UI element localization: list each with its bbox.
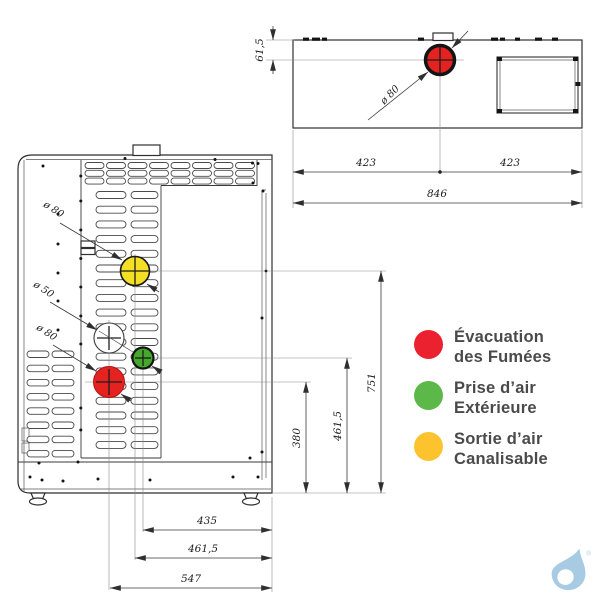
- legend-item-ductable-air: Sortie d’air Canalisable: [414, 429, 548, 469]
- intake-crosshair: [135, 350, 151, 366]
- legend-smoke-line1: Évacuation: [454, 328, 545, 346]
- legend-item-smoke-evacuation: Évacuation des Fumées: [414, 327, 551, 367]
- logo-registered-mark: ®: [586, 550, 591, 557]
- chimney-stub: [132, 144, 161, 157]
- duct-crosshair: [121, 257, 149, 285]
- dim-flue-height: 380: [291, 428, 303, 448]
- latch: [21, 427, 30, 442]
- dim-width-total: 846: [427, 188, 447, 200]
- hopper-lid: [496, 56, 579, 114]
- dim-intake-x: 435: [196, 515, 217, 527]
- dim-flue-x: 547: [181, 573, 201, 585]
- brand-watermark-logo: ®: [551, 548, 591, 591]
- hopper-lid-ticks: [497, 57, 581, 113]
- screws: [28, 157, 265, 483]
- louver-band-top: [84, 162, 255, 185]
- latch: [21, 442, 30, 454]
- top-view: ø 80 61,5 423 423 846: [254, 26, 583, 208]
- top-edge-marks: [303, 37, 558, 41]
- legend-smoke-line2: des Fumées: [454, 348, 552, 366]
- legend-intake-line2: Extérieure: [454, 399, 537, 417]
- legend-duct-line1: Sortie d’air: [454, 430, 543, 448]
- knockout-crosshair: [97, 326, 121, 350]
- bracket: [80, 240, 96, 249]
- smoke-color-dot: [414, 330, 443, 359]
- intake-color-dot: [414, 381, 443, 410]
- louver-column-left: [26, 350, 75, 458]
- dim-width-right: 423: [499, 157, 520, 169]
- back-view: ø 80 ø 50 ø 80 380 461,5 751 435 461,5 5…: [17, 144, 386, 592]
- flue-collar-tab: [432, 32, 454, 42]
- dim-intake-height: 461,5: [332, 411, 344, 442]
- duct-color-dot: [414, 432, 443, 461]
- top-flue-crosshair: [426, 46, 454, 74]
- stove-feet: [28, 492, 261, 506]
- dim-top-offset: 61,5: [254, 38, 266, 62]
- dim-duct-height: 751: [366, 373, 378, 393]
- logo-circle-cutout: [557, 569, 574, 585]
- hopper-lid-inner: [499, 59, 576, 111]
- dim-duct-x: 461,5: [187, 543, 218, 555]
- legend-intake-line1: Prise d’air: [454, 379, 536, 397]
- bracket: [80, 247, 96, 256]
- legend-item-air-intake: Prise d’air Extérieure: [414, 378, 537, 418]
- flue-crosshair: [96, 369, 122, 395]
- dim-width-left: 423: [355, 157, 376, 169]
- legend-duct-line2: Canalisable: [454, 450, 548, 468]
